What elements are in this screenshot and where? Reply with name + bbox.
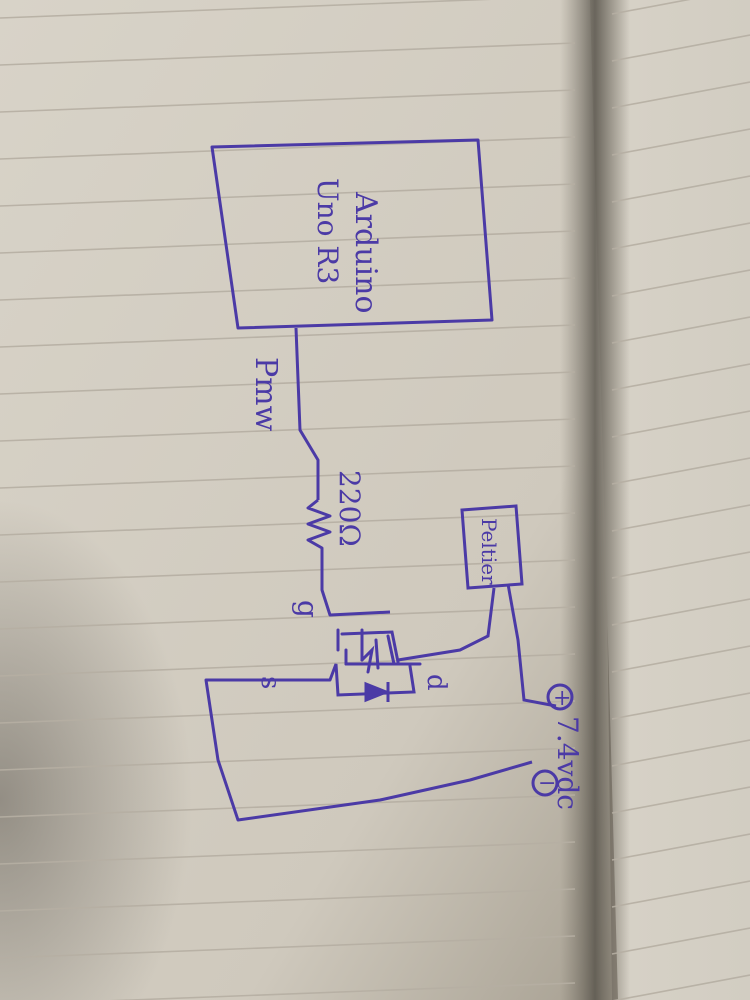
ruled-line — [611, 504, 750, 532]
ruled-line — [0, 747, 576, 771]
ruled-line — [0, 841, 576, 865]
ruled-line — [0, 230, 576, 254]
arduino-board-box — [210, 138, 494, 330]
ruled-line — [0, 371, 576, 395]
board-label-line2: Uno R3 — [311, 178, 344, 284]
ruled-line — [0, 512, 576, 536]
ruled-line — [611, 128, 750, 156]
ruled-line — [0, 42, 576, 66]
ruled-line — [611, 880, 750, 908]
ruled-line — [611, 645, 750, 673]
ruled-line — [0, 888, 576, 912]
resistor-symbol — [306, 498, 391, 617]
ruled-line — [0, 559, 576, 583]
ruled-line — [611, 34, 750, 62]
peltier-to-supply-wire — [506, 583, 557, 708]
ruled-line — [0, 89, 576, 113]
ruled-line — [611, 551, 750, 579]
ruled-line — [611, 739, 750, 767]
peltier-box — [460, 504, 524, 590]
source-return-wire — [204, 678, 533, 822]
pwm-label: Pmw — [248, 357, 283, 432]
ruled-line — [611, 175, 750, 203]
ruled-line — [0, 606, 576, 630]
ruled-line — [611, 786, 750, 814]
ruled-line — [0, 653, 576, 677]
ruled-line — [0, 0, 492, 19]
ruled-line — [0, 324, 576, 348]
gate-label: g — [291, 600, 324, 618]
ruled-line — [0, 794, 576, 818]
pwm-wire — [294, 327, 320, 500]
ruled-line — [0, 700, 576, 724]
ruled-line — [611, 222, 750, 250]
supply-negative-symbol: − — [531, 769, 559, 797]
ruled-line — [611, 0, 691, 15]
supply-plus-label: + — [553, 686, 571, 711]
resistor-value-label: 220Ω — [333, 470, 366, 547]
ruled-line — [0, 418, 576, 442]
ruled-line — [0, 183, 576, 207]
ruled-line — [611, 927, 750, 955]
ruled-line — [611, 410, 750, 438]
source-label: s — [255, 676, 285, 689]
supply-minus-label: − — [538, 771, 556, 796]
ruled-line — [611, 363, 750, 391]
ruled-line — [611, 598, 750, 626]
ruled-line — [611, 316, 750, 344]
drain-to-peltier-wire — [397, 587, 496, 662]
ruled-line — [611, 269, 750, 297]
peltier-label: Peltier — [477, 518, 501, 585]
drain-label: d — [421, 674, 451, 691]
ruled-line — [109, 982, 576, 1000]
ruled-line — [611, 833, 750, 861]
ruled-line — [0, 935, 576, 959]
ruled-line — [611, 692, 750, 720]
ruled-line — [611, 81, 750, 109]
board-label-line1: Arduino — [348, 191, 383, 314]
ruled-line — [0, 277, 576, 301]
supply-voltage-label: 7.4vdc — [551, 716, 584, 810]
ruled-line — [612, 974, 750, 1000]
body-diode-symbol — [364, 681, 391, 703]
mosfet-symbol — [328, 628, 422, 697]
ruled-line — [0, 465, 576, 489]
supply-positive-symbol: + — [546, 683, 574, 711]
ruled-line — [611, 457, 750, 485]
